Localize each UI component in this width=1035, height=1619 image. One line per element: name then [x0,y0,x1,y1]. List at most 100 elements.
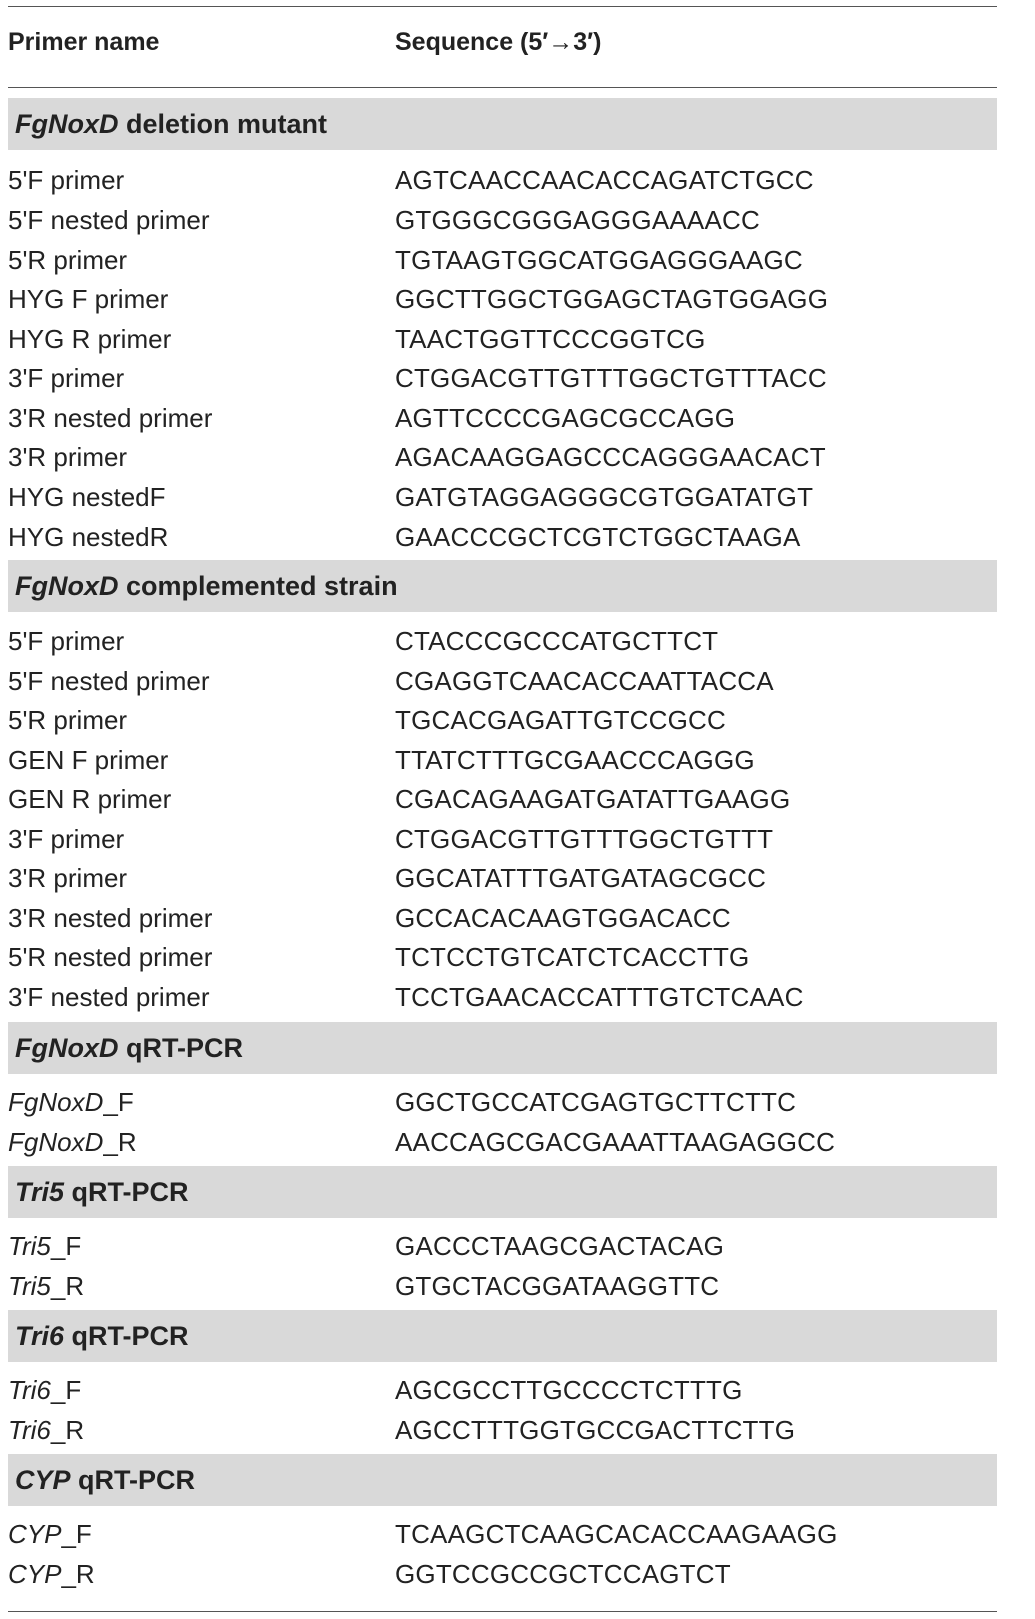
primer-name: 3'F nested primer [8,982,210,1012]
table-row: 3'F primer CTGGACGTTGTTTGGCTGTTT [0,819,1035,859]
section-header-deletion-mutant: FgNoxD deletion mutant [8,98,997,150]
primer-sequence: GTGCTACGGATAAGGTTC [395,1271,720,1301]
primer-sequence: GGCATATTTGATGATAGCGCC [395,863,767,893]
table-row: 3'R primer GGCATATTTGATGATAGCGCC [0,858,1035,898]
primer-suffix: _R [103,1127,137,1157]
primer-name: 5'F primer [8,626,125,656]
section-title-gene: Tri5 [15,1177,65,1207]
primer-name: Tri5_R [8,1266,84,1306]
table-row: 5'R nested primer TCTCCTGTCATCTCACCTTG [0,937,1035,977]
primer-suffix: _F [50,1231,82,1261]
table-row: HYG R primer TAACTGGTTCCCGGTCG [0,319,1035,359]
section-header-tri6-qrtpcr: Tri6 qRT-PCR [8,1310,997,1362]
primer-sequence: GATGTAGGAGGGCGTGGATATGT [395,482,814,512]
primer-sequence: CGAGGTCAACACCAATTACCA [395,666,774,696]
primer-sequence: AGTTCCCCGAGCGCCAGG [395,403,736,433]
section-title-rest: qRT-PCR [64,1177,189,1207]
primer-sequence: AGTCAACCAACACCAGATCTGCC [395,165,814,195]
primer-name: 5'F primer [8,165,125,195]
primer-name: FgNoxD_R [8,1122,137,1162]
primer-name: 5'F nested primer [8,666,210,696]
table-row: 5'F nested primer CGAGGTCAACACCAATTACCA [0,661,1035,701]
table-row: Tri5_R GTGCTACGGATAAGGTTC [0,1266,1035,1306]
primer-sequence: TCCTGAACACCATTTGTCTCAAC [395,982,804,1012]
primer-sequence: GTGGGCGGGAGGGAAAACC [395,205,760,235]
primer-sequence: TGTAAGTGGCATGGAGGGAAGC [395,245,803,275]
table-row: 5'R primer TGCACGAGATTGTCCGCC [0,700,1035,740]
primer-name: CYP_F [8,1514,92,1554]
primer-name: FgNoxD_F [8,1082,134,1122]
primer-sequence: GAACCCGCTCGTCTGGCTAAGA [395,522,801,552]
primer-sequence: CGACAGAAGATGATATTGAAGG [395,784,791,814]
section-title-gene: CYP [15,1465,71,1495]
primer-sequence: CTGGACGTTGTTTGGCTGTTT [395,824,774,854]
table-row: 3'F nested primer TCCTGAACACCATTTGTCTCAAC [0,977,1035,1017]
primer-name: 5'R primer [8,245,128,275]
primer-sequence: TCAAGCTCAAGCACACCAAGAAGG [395,1519,838,1549]
primer-name: HYG F primer [8,284,169,314]
primer-suffix: _F [61,1519,92,1549]
primer-suffix: _R [50,1415,85,1445]
primer-name: GEN F primer [8,745,169,775]
primer-suffix: _R [61,1559,95,1589]
primer-suffix: _R [50,1271,85,1301]
table-row: HYG F primer GGCTTGGCTGGAGCTAGTGGAGG [0,279,1035,319]
primer-sequence: GCCACACAAGTGGACACC [395,903,731,933]
table-top-rule [8,6,997,7]
section-title-rest: complemented strain [118,571,398,601]
section-header-cyp-qrtpcr: CYP qRT-PCR [8,1454,997,1506]
primer-name: 3'F primer [8,824,125,854]
header-primer-name: Primer name [8,28,160,56]
primer-gene-name: FgNoxD [8,1127,104,1157]
table-header-row: Primer name Sequence (5′→3′) [0,28,1035,68]
primer-gene-name: FgNoxD [8,1087,104,1117]
primer-sequence: GGCTTGGCTGGAGCTAGTGGAGG [395,284,829,314]
primer-sequence: TTATCTTTGCGAACCCAGGG [395,745,755,775]
primer-sequence: TGCACGAGATTGTCCGCC [395,705,726,735]
primer-suffix: _F [50,1375,82,1405]
primer-name: 5'R nested primer [8,942,213,972]
primer-name: CYP_R [8,1554,95,1594]
section-header-tri5-qrtpcr: Tri5 qRT-PCR [8,1166,997,1218]
primer-name: 3'R primer [8,863,128,893]
table-row: 3'R nested primer GCCACACAAGTGGACACC [0,898,1035,938]
primer-sequence: AGCGCCTTGCCCCTCTTTG [395,1375,743,1405]
section-title-gene: Tri6 [15,1321,65,1351]
header-sequence: Sequence (5′→3′) [395,28,602,56]
primer-sequence: TCTCCTGTCATCTCACCTTG [395,942,750,972]
table-row: FgNoxD_F GGCTGCCATCGAGTGCTTCTTC [0,1082,1035,1122]
primer-name: 3'R nested primer [8,403,213,433]
table-row: GEN F primer TTATCTTTGCGAACCCAGGG [0,740,1035,780]
table-bottom-rule [8,1611,997,1612]
section-title-rest: qRT-PCR [70,1465,196,1495]
primer-gene-name: CYP [8,1519,62,1549]
section-header-fgnoxd-qrtpcr: FgNoxD qRT-PCR [8,1022,997,1074]
section-title-rest: deletion mutant [118,109,327,139]
primer-name: HYG nestedR [8,522,169,552]
primer-gene-name: Tri5 [8,1271,51,1301]
table-row: 3'R nested primer AGTTCCCCGAGCGCCAGG [0,398,1035,438]
primer-name: 5'F nested primer [8,205,210,235]
primer-sequence: TAACTGGTTCCCGGTCG [395,324,706,354]
primer-name: 3'R nested primer [8,903,213,933]
primer-suffix: _F [103,1087,134,1117]
primer-gene-name: Tri5 [8,1231,51,1261]
table-header-rule [8,87,997,88]
table-row: 5'F primer AGTCAACCAACACCAGATCTGCC [0,160,1035,200]
primer-name: 3'R primer [8,442,128,472]
primer-name: 5'R primer [8,705,128,735]
section-title-gene: FgNoxD [15,1033,119,1063]
primer-sequence: AGCCTTTGGTGCCGACTTCTTG [395,1415,796,1445]
section-header-complemented-strain: FgNoxD complemented strain [8,560,997,612]
primer-sequence: GGCTGCCATCGAGTGCTTCTTC [395,1087,797,1117]
primer-name: HYG R primer [8,324,172,354]
